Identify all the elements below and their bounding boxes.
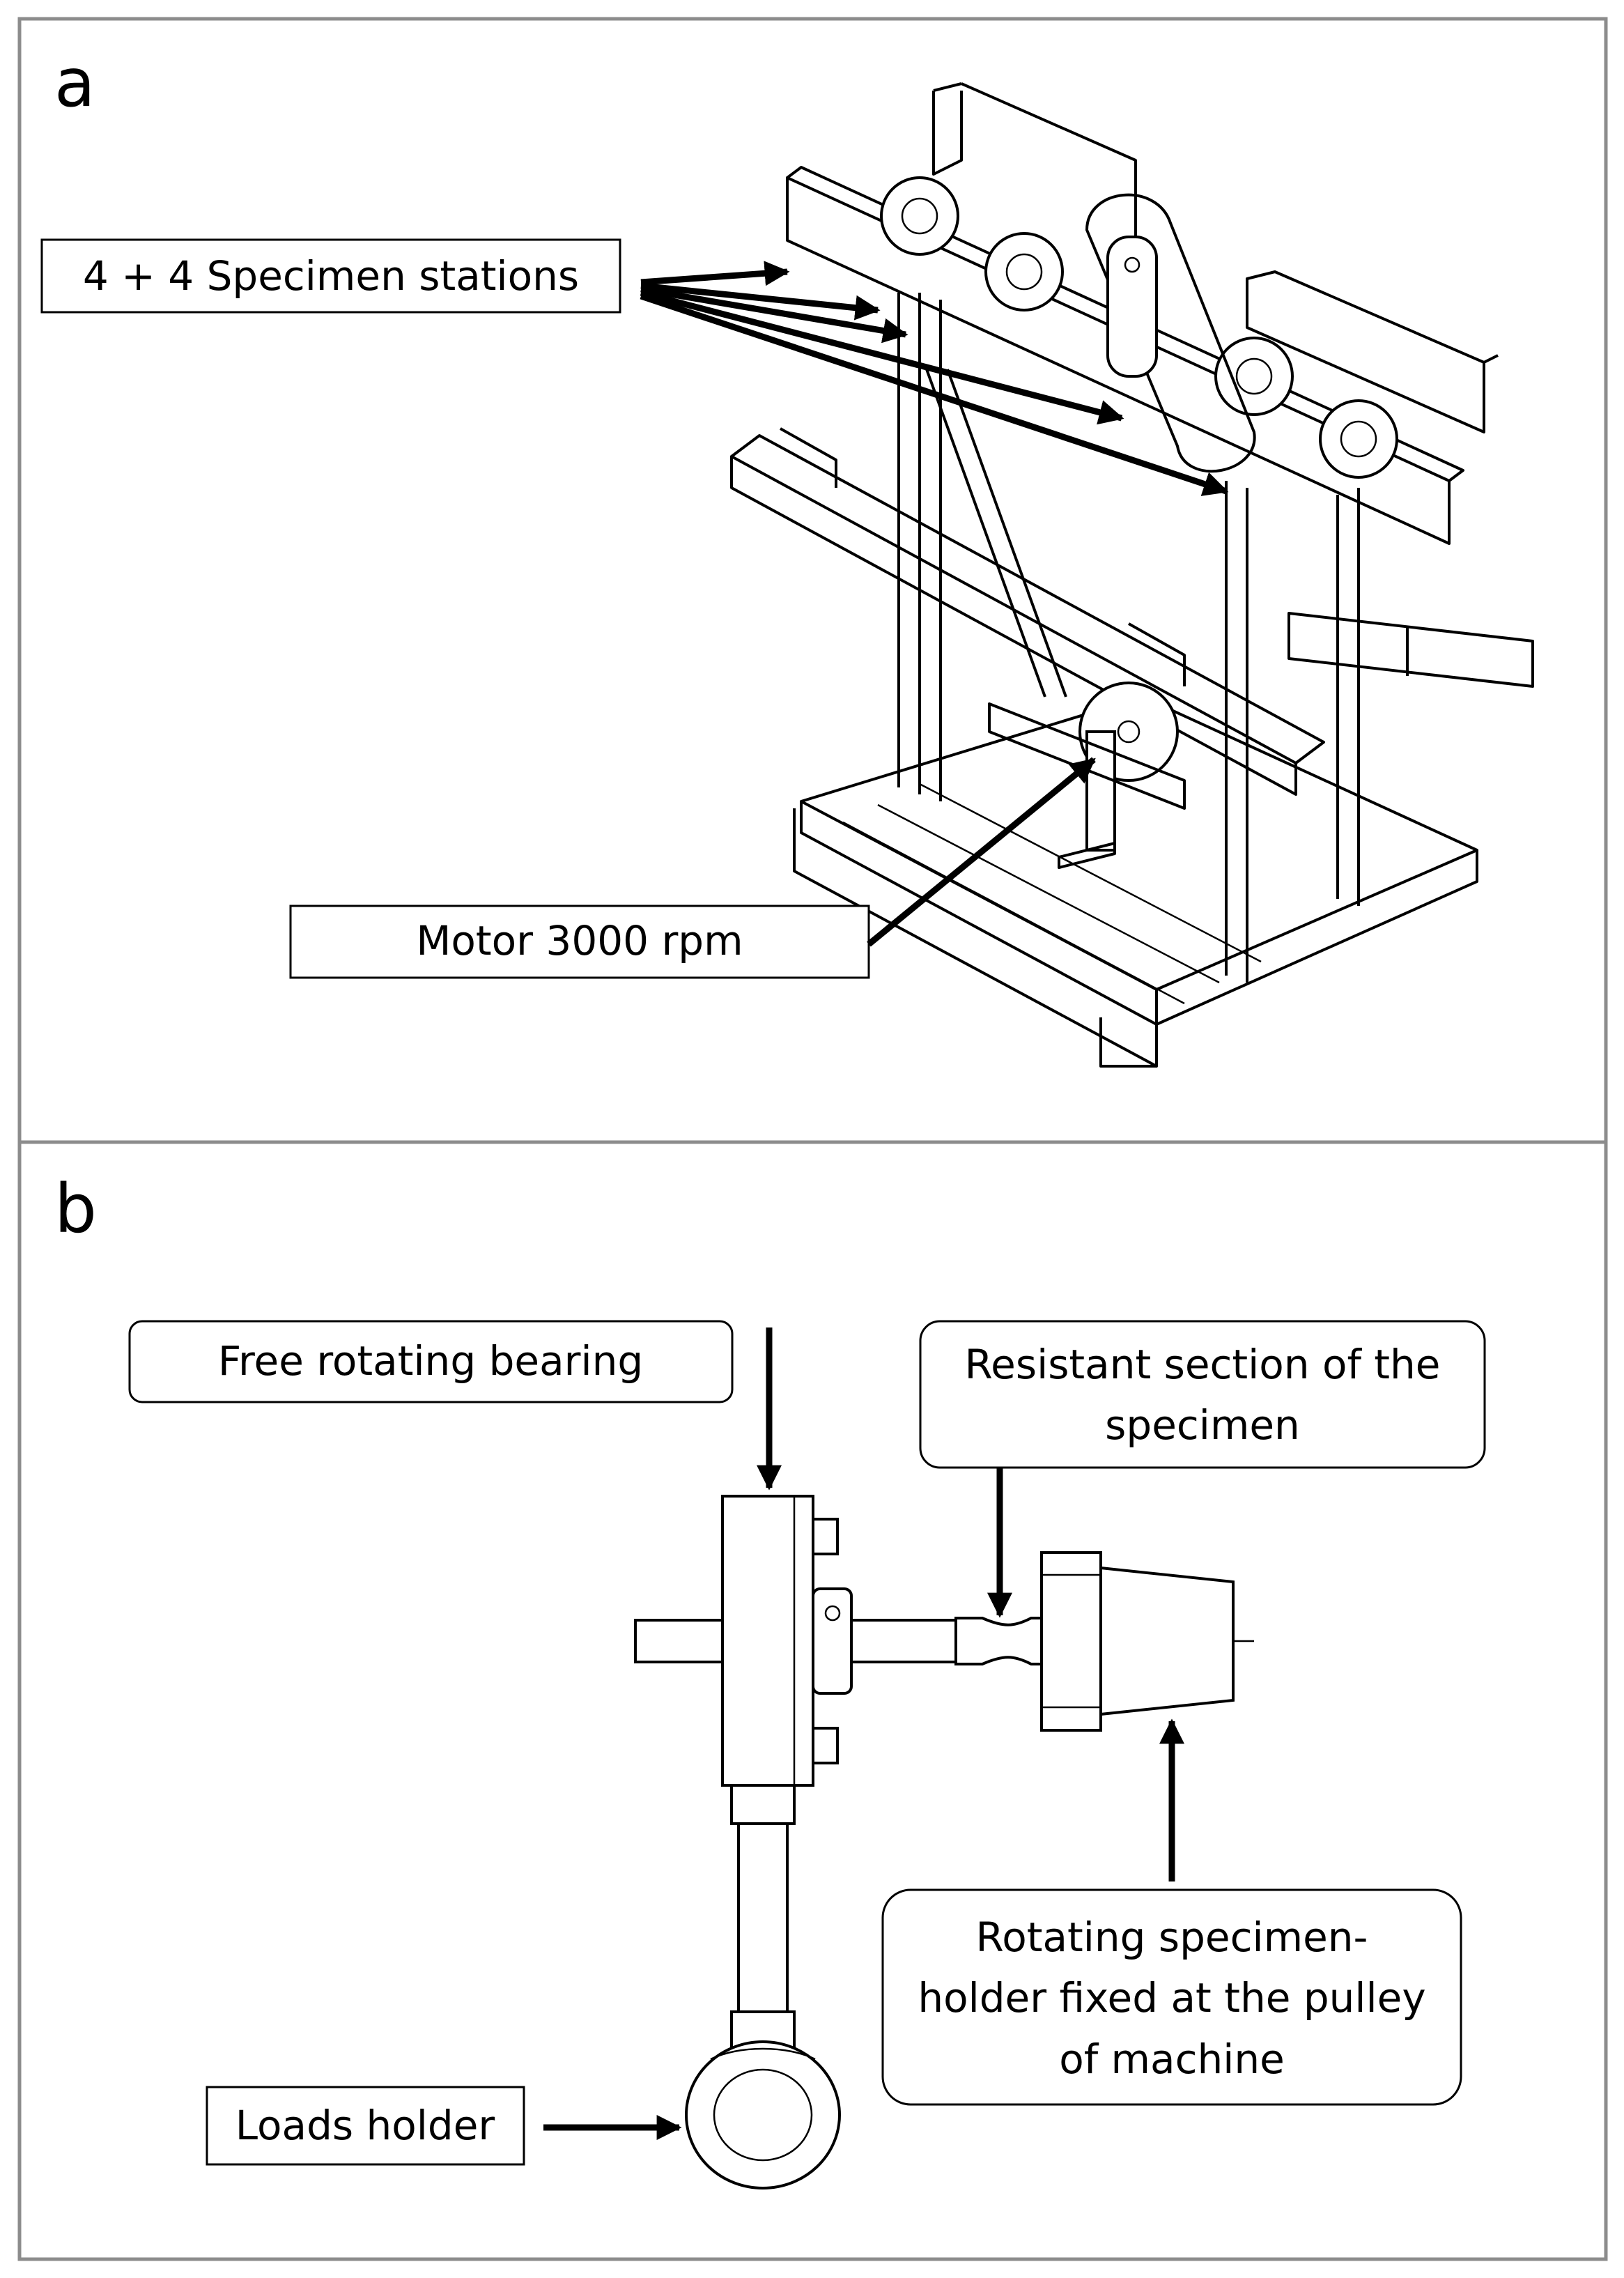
arrow-station-3 [640,286,908,344]
arrow-station-5 [640,293,1229,496]
holder-label-line1: Rotating specimen- [976,1914,1368,1961]
holder-label-box [881,1888,1462,2106]
panel-a: a [17,17,1608,1144]
bearing-label: Free rotating bearing [218,1337,643,1385]
loads-label: Loads holder [235,2102,495,2149]
arrow-station-1 [640,261,790,286]
resistant-label-line1: Resistant section of the [964,1341,1440,1388]
bearing-housing [721,1495,814,1787]
callout-specimen-stations: 4 + 4 Specimen stations [40,238,1229,496]
motor-label-box [289,905,870,979]
callout-motor: Motor 3000 rpm [289,757,1096,979]
callout-bearing: Free rotating bearing [128,1320,782,1491]
holder-label-line2: holder fixed at the pulley [918,1974,1425,2022]
loads-holder-ring [685,2040,841,2190]
specimen-holder-flange [1040,1551,1102,1732]
specimen-stations-label-box [40,238,621,314]
panel-b-frame [17,1140,1608,2261]
resistant-label-box [919,1320,1486,1469]
callout-specimen-holder: Rotating specimen- holder fixed at the p… [881,1718,1462,2106]
arrow-station-4 [640,289,1124,425]
panel-b-letter: b [54,1170,97,1248]
callout-resistant-section: Resistant section of the specimen [919,1320,1486,1618]
resistant-label-line2: specimen [1105,1401,1300,1449]
specimen-assembly-drawing [634,1495,1254,2190]
arrow-station-2 [640,282,881,321]
motor-label: Motor 3000 rpm [416,917,743,964]
callout-loads-holder: Loads holder [206,2086,682,2166]
panel-b: b [17,1140,1608,2261]
panel-a-letter: a [54,44,95,122]
specimen-stations-label: 4 + 4 Specimen stations [83,252,579,300]
loads-label-box [206,2086,525,2166]
arrow-motor [867,757,1096,947]
bearing-label-box [128,1320,734,1403]
holder-label-line3: of machine [1059,2035,1285,2083]
fatigue-machine-drawing [730,82,1534,1068]
